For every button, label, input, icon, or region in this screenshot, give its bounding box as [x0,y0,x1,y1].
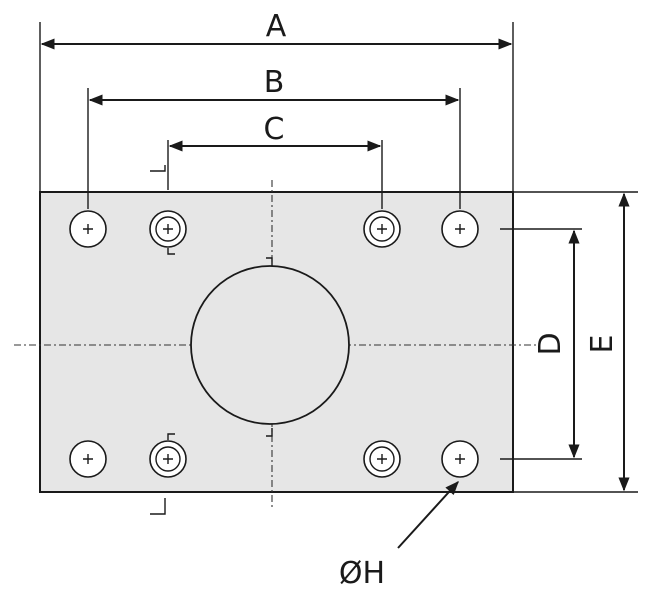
label-c: C [264,112,285,147]
plus-icon [83,224,93,234]
label-d: D [533,332,568,355]
central-bore [190,265,350,425]
double-ring-plus-icon [163,454,173,464]
label-h: ØH [339,556,385,591]
double-ring-plus-icon [163,224,173,234]
plain-hole-bottom-right [441,440,479,478]
counterbore-hole-bottom-left [149,433,187,478]
double-ring-plus-icon [377,454,387,464]
label-e: E [585,335,620,354]
plain-hole-top-left [69,210,107,248]
plus-icon [83,454,93,464]
label-a: A [266,9,287,44]
plain-hole-top-right [441,210,479,248]
counterbore-hole-top-left [149,210,187,255]
plus-icon [455,224,465,234]
plus-icon [455,454,465,464]
leader-h [397,480,459,549]
double-ring-plus-icon [377,224,387,234]
counterbore-hole-bottom-right [363,440,401,478]
mark-bottom [150,498,166,515]
label-b: B [264,65,285,100]
counterbore-hole-top-right [363,210,401,248]
mark-top [150,165,166,172]
bore-tick-bottom [266,428,273,437]
bore-tick-top [266,257,273,266]
plain-hole-bottom-left [69,440,107,478]
